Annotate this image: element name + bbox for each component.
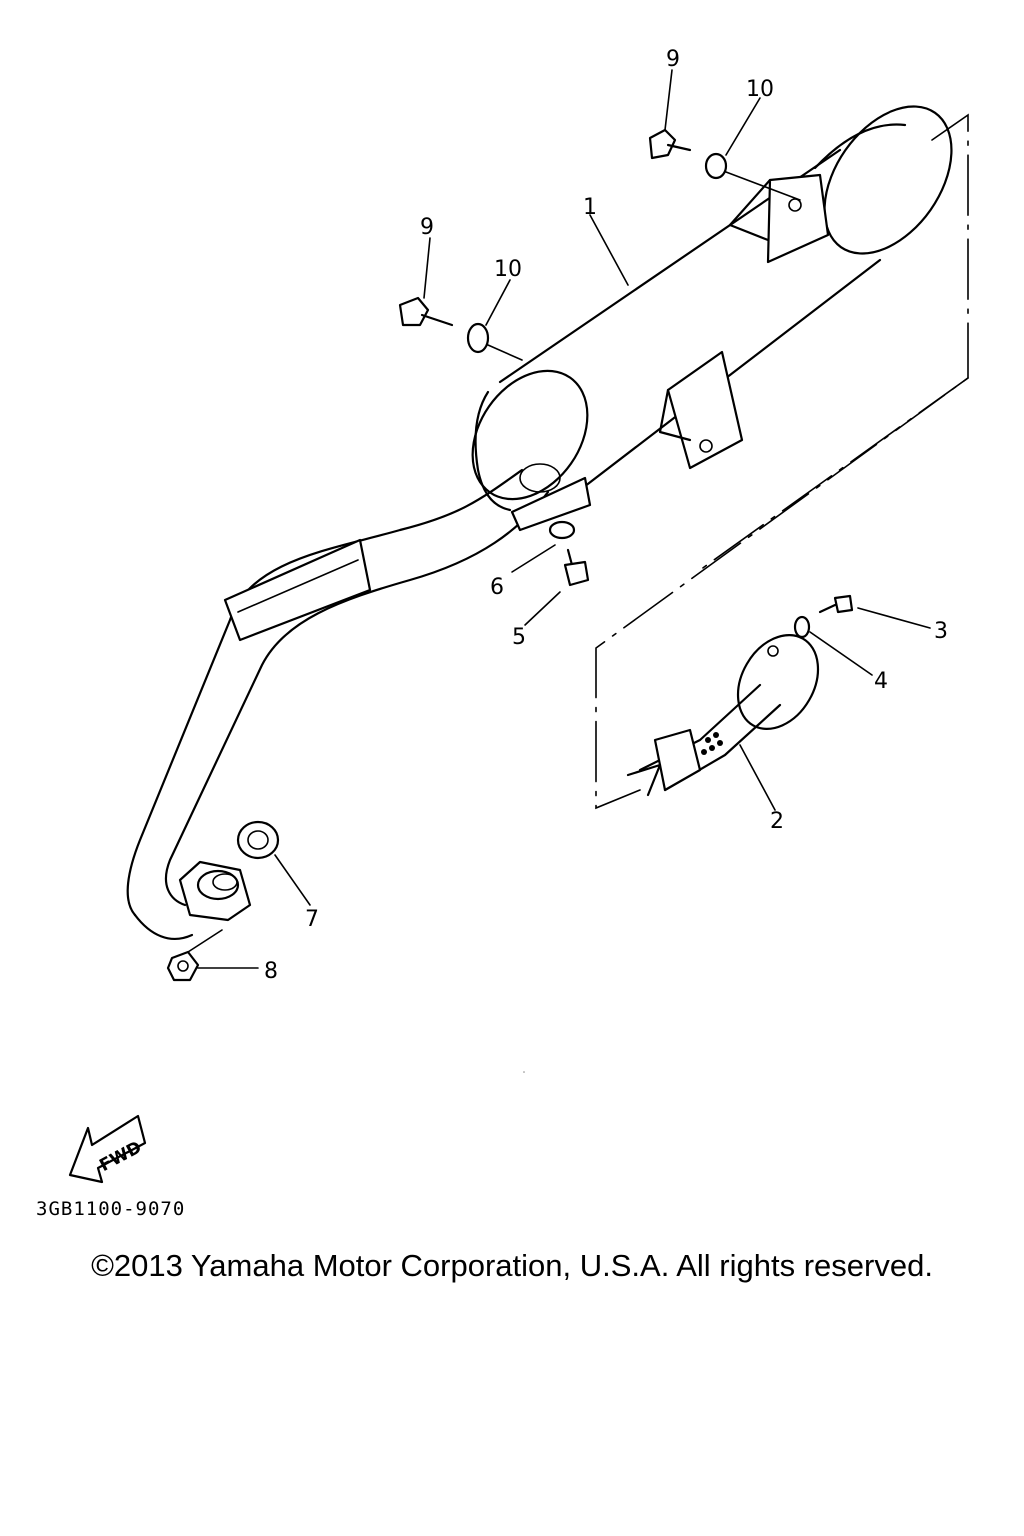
bolt-5 — [563, 548, 590, 587]
diagram-part-code: 3GB1100-9070 — [36, 1198, 186, 1220]
washer-6 — [548, 520, 576, 540]
callout-2: 2 — [770, 809, 784, 834]
callout-9-lower: 9 — [420, 215, 434, 240]
gasket-7 — [236, 820, 280, 860]
callout-10-upper: 10 — [746, 77, 774, 102]
spark-arrester — [626, 634, 820, 797]
callout-6: 6 — [490, 575, 504, 600]
washer-10-upper — [704, 152, 728, 180]
exhaust-pipe — [126, 463, 592, 940]
callout-9-upper: 9 — [666, 47, 680, 72]
copyright-notice: ©2013 Yamaha Motor Corporation, U.S.A. A… — [91, 1248, 933, 1283]
callout-10-lower: 10 — [494, 257, 522, 282]
callout-7: 7 — [305, 907, 319, 932]
fwd-arrow-icon: FWD — [68, 1114, 147, 1184]
screw-3 — [818, 594, 854, 614]
callout-5: 5 — [512, 625, 526, 650]
callout-3: 3 — [934, 619, 948, 644]
fasteners — [166, 128, 854, 982]
bolt-9-upper — [648, 128, 692, 160]
callout-4: 4 — [874, 669, 888, 694]
callout-numbers: 9 10 1 9 10 6 5 3 4 2 7 8 — [264, 47, 948, 984]
callout-1: 1 — [583, 195, 597, 220]
washer-10-lower — [466, 322, 490, 354]
nut-8 — [166, 929, 223, 982]
muffler-body — [471, 105, 953, 512]
callout-8: 8 — [264, 959, 278, 984]
leader-lines — [197, 69, 931, 969]
washer-4 — [793, 615, 811, 639]
exploded-view-box — [595, 113, 969, 810]
bolt-9-lower — [398, 296, 454, 327]
perforation-holes — [701, 732, 723, 755]
